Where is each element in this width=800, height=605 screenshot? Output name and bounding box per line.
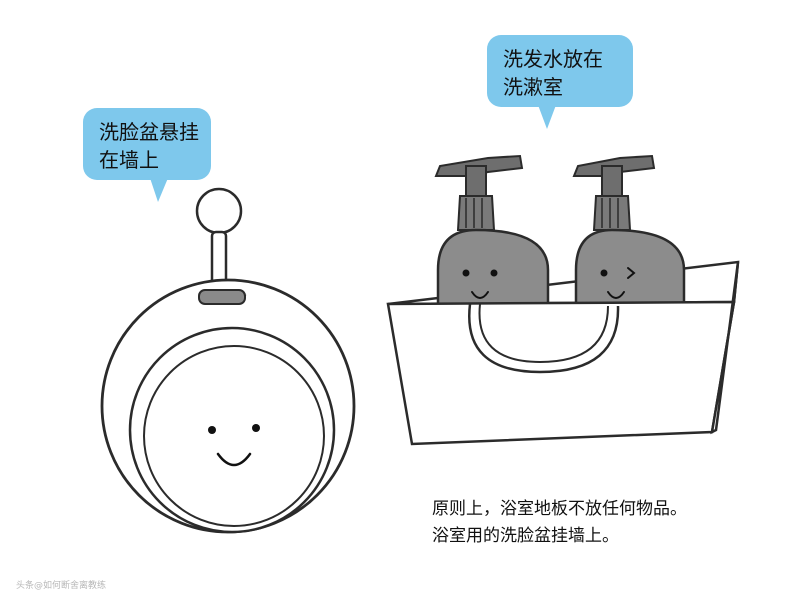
basin-eye-right [252,424,260,432]
caption-line2: 浴室用的洗脸盆挂墙上。 [432,526,619,546]
basket-handle [468,303,620,374]
bubble-shampoo-line1: 洗发水放在 [503,47,603,71]
speech-bubble-basin: 洗脸盆悬挂 在墙上 [83,108,211,180]
watermark: 头条@如何断舍离教练 [16,581,107,591]
basket-illustration [386,154,740,446]
speech-bubble-basin-tail [150,178,168,202]
basket-front [386,300,736,446]
shampoo-bottle-left [434,154,550,312]
basin-bowl [143,345,325,527]
basin-illustration [100,187,356,534]
basin-eye-left [208,426,216,434]
basket-right-side [710,261,740,435]
basin-smile [216,452,252,467]
hook-knob [195,187,243,235]
speech-bubble-shampoo-tail [538,105,556,129]
bubble-basin-line1: 洗脸盆悬挂 [99,120,199,144]
caption-line1: 原则上，浴室地板不放任何物品。 [432,499,687,519]
bubble-shampoo-line2: 洗漱室 [503,75,563,99]
bubble-basin-line2: 在墙上 [99,148,159,172]
speech-bubble-shampoo: 洗发水放在 洗漱室 [487,35,633,107]
shampoo-bottle-right [572,154,686,308]
caption: 原则上，浴室地板不放任何物品。 浴室用的洗脸盆挂墙上。 [432,496,687,550]
